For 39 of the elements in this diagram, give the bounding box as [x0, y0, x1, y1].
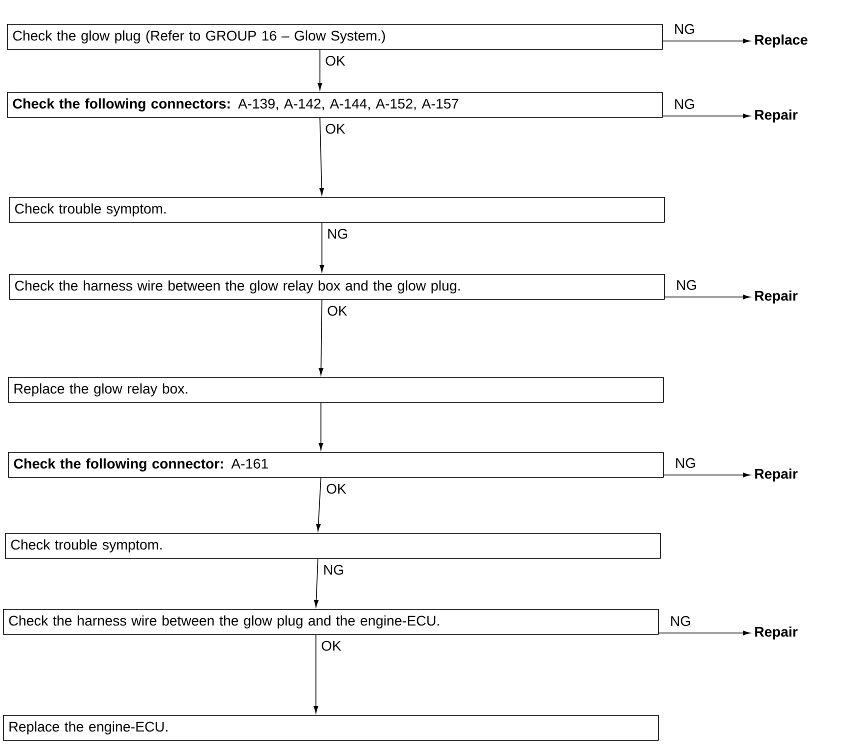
step-box: Check the following connectors: A-139, A-142, A-144, A-152, A-157 — [7, 92, 663, 118]
edge-label: OK — [324, 122, 346, 135]
edge-label: NG — [673, 98, 696, 110]
edge-label: NG — [669, 615, 692, 627]
step-box: Check the following connector: A-161 — [8, 452, 664, 478]
step-box: Check trouble symptom. — [5, 533, 661, 559]
result-text: Repair — [755, 109, 798, 123]
step-box: Check trouble symptom. — [9, 197, 665, 223]
edge-label: NG — [326, 228, 350, 240]
edge-label: NG — [673, 23, 696, 35]
arrow — [314, 634, 318, 714]
arrow — [318, 299, 324, 376]
step-box: Check the harness wire between the glow plug and the engine-ECU. — [3, 609, 659, 635]
arrow — [662, 38, 750, 44]
arrow — [662, 114, 750, 118]
edge-label: OK — [326, 304, 348, 317]
edge-label: OK — [320, 640, 342, 652]
arrow — [658, 630, 750, 636]
arrow — [316, 477, 322, 532]
step-box: Replace the engine-ECU. — [3, 715, 659, 741]
result-text: Repair — [755, 290, 798, 304]
step-box: Check the harness wire between the glow relay box and the glow plug. — [9, 274, 665, 300]
edge-label: OK — [324, 54, 346, 67]
edge-label: NG — [675, 279, 698, 291]
arrow — [664, 294, 750, 300]
step-box: Replace the glow relay box. — [8, 377, 664, 403]
edge-label: NG — [674, 457, 698, 469]
arrow — [314, 558, 319, 608]
result-text: Replace — [755, 34, 808, 48]
arrow — [319, 117, 324, 196]
arrow — [320, 222, 324, 272]
arrow — [318, 49, 322, 90]
edge-label: OK — [325, 482, 348, 495]
arrow — [318, 402, 324, 450]
result-text: Repair — [755, 626, 798, 640]
step-box: Check the glow plug (Refer to GROUP 16 – Glow System.) — [7, 24, 663, 50]
arrow — [663, 472, 750, 478]
result-text: Repair — [755, 468, 798, 482]
edge-label: NG — [322, 564, 346, 576]
